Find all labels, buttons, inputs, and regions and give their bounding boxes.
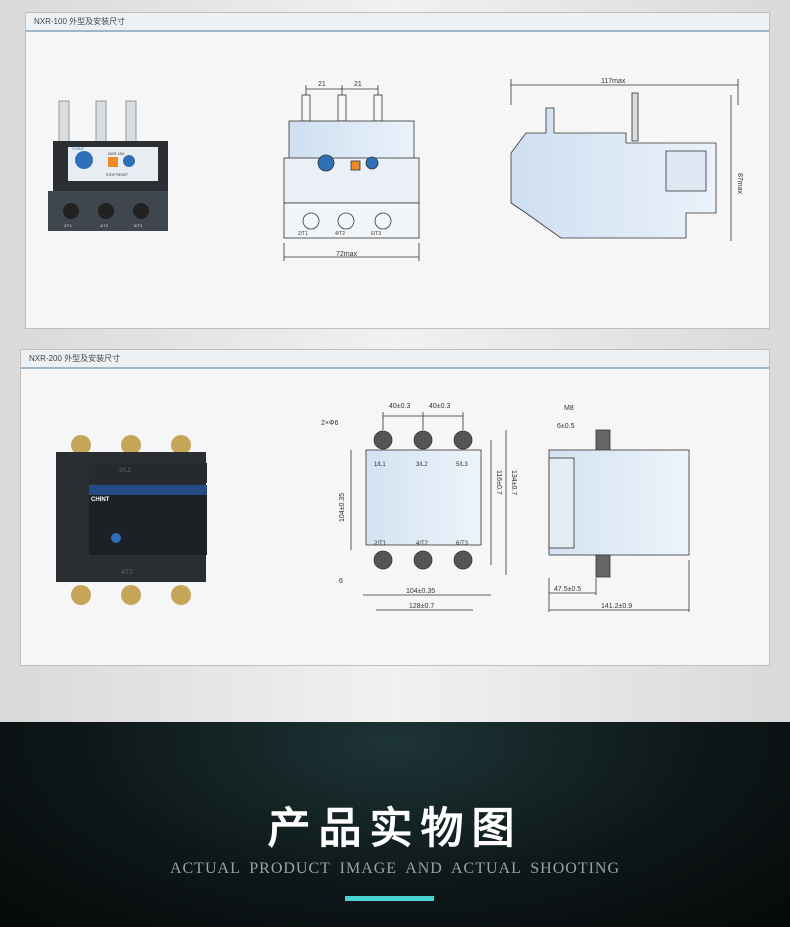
svg-text:4/T2: 4/T2 (100, 223, 109, 228)
dim-w104: 104±0.35 (406, 588, 435, 595)
svg-text:2/T1: 2/T1 (374, 541, 387, 547)
svg-text:4/T2: 4/T2 (121, 570, 134, 576)
dim-h134: 134±0.7 (510, 470, 517, 495)
svg-text:6/T3: 6/T3 (134, 223, 143, 228)
nxr100-model: NXR-100 (108, 151, 125, 156)
nxr200-front-drawing (350, 412, 507, 611)
svg-text:3/L2: 3/L2 (416, 462, 428, 468)
banner-title: 产品实物图 (267, 804, 523, 854)
svg-text:6/T3: 6/T3 (371, 231, 381, 237)
dim-foot: 6 (339, 578, 343, 585)
nxr100-side-drawing (510, 79, 739, 241)
nxr100-heading: NXR-100 外型及安装尺寸 (26, 13, 769, 32)
dim-s47: 47.5±0.5 (554, 586, 581, 593)
dim-117max: 117max (601, 78, 626, 85)
svg-text:4/T2: 4/T2 (416, 541, 429, 547)
nxr100-front-drawing (283, 85, 420, 261)
nxr200-side-drawing (548, 429, 690, 612)
dim-h116: 116±0.7 (495, 470, 502, 495)
dim-s6: 6±0.5 (557, 423, 575, 430)
nxr200-panel: NXR-200 外型及安装尺寸 CHINT 3/L2 4/T2 (20, 349, 770, 666)
dim-72max: 72max (336, 251, 358, 258)
nxr200-photo: CHINT 3/L2 4/T2 (56, 435, 207, 605)
banner-subtitle: ACTUAL PRODUCT IMAGE AND ACTUAL SHOOTING (169, 860, 621, 877)
nxr100-buttons: STOP RESET (106, 173, 129, 177)
svg-text:2/T1: 2/T1 (64, 223, 73, 228)
nxr100-panel: NXR-100 外型及安装尺寸 CHINT NXR-100 STOP RESET… (25, 12, 770, 329)
nxr200-brand: CHINT (91, 497, 110, 503)
svg-text:5/L3: 5/L3 (456, 462, 468, 468)
svg-text:1/L1: 1/L1 (374, 462, 386, 468)
nxr200-heading: NXR-200 外型及安装尺寸 (21, 350, 769, 369)
nxr200-drawings: CHINT 3/L2 4/T2 2×Φ6 40±0.3 40±0.3 1/L1 … (56, 403, 690, 612)
svg-text:4/T2: 4/T2 (335, 231, 345, 237)
nxr100-photo: CHINT NXR-100 STOP RESET 2/T1 4/T2 6/T3 (48, 100, 168, 231)
dim-screw: M8 (564, 405, 574, 412)
svg-text:2/T1: 2/T1 (298, 231, 308, 237)
dim-hole: 2×Φ6 (321, 420, 339, 427)
accent-bar (345, 896, 434, 901)
nxr100-brand: CHINT (72, 146, 85, 151)
nxr100-drawings: CHINT NXR-100 STOP RESET 2/T1 4/T2 6/T3 … (48, 78, 743, 261)
dim-w128: 128±0.7 (409, 603, 434, 610)
dim-87max: 87max (736, 173, 743, 195)
dim-pitch-right: 40±0.3 (429, 403, 450, 410)
svg-text:6/T3: 6/T3 (456, 541, 469, 547)
dim-s141: 141.2±0.9 (601, 603, 632, 610)
svg-text:3/L2: 3/L2 (119, 468, 131, 474)
dim-h104: 104±0.35 (339, 493, 346, 522)
dim-21-left: 21 (318, 81, 326, 88)
dim-21-right: 21 (354, 81, 362, 88)
product-banner: 产品实物图 ACTUAL PRODUCT IMAGE AND ACTUAL SH… (0, 722, 790, 927)
dim-pitch-left: 40±0.3 (389, 403, 410, 410)
